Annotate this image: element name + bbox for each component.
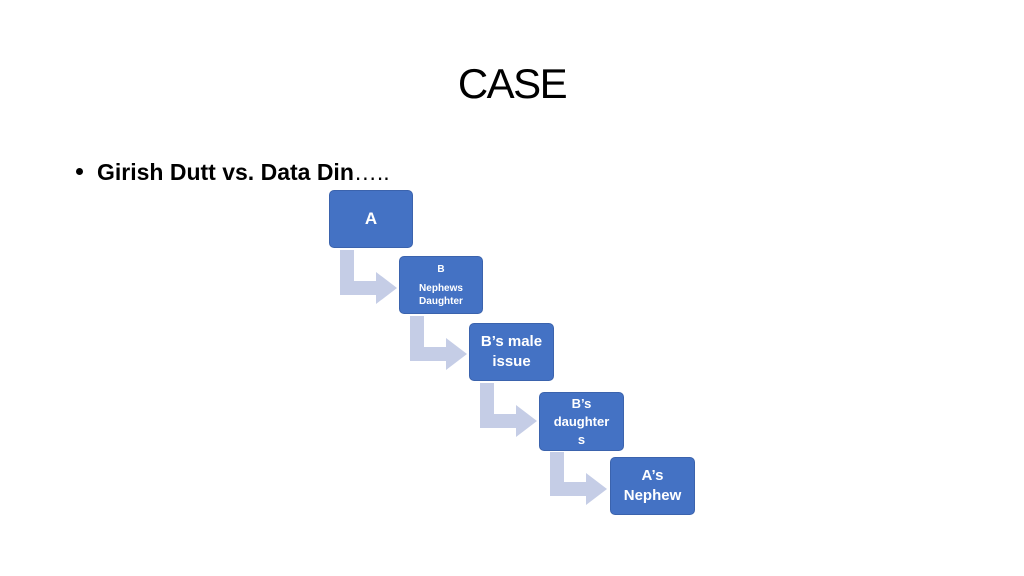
step-label-line: B’s (571, 395, 592, 411)
slide-title: CASE (457, 60, 568, 107)
step-label-line: B’s male (480, 333, 543, 350)
step-label-line: s (577, 431, 586, 447)
step-box-b-male-issue: B’s male issue (469, 323, 554, 381)
bullet-case-name: Girish Dutt vs. Data Din (97, 159, 354, 185)
bullet-item: Girish Dutt vs. Data Din….. (76, 156, 390, 188)
step-label-line: issue (492, 353, 531, 370)
bent-arrow-icon (550, 452, 607, 505)
bent-arrow-icon (410, 316, 467, 370)
step-label-line: B (437, 263, 445, 275)
bent-arrow-icon (480, 383, 537, 437)
step-label-line: Daughter (419, 295, 463, 307)
bent-arrow-icon (340, 250, 397, 304)
bullet-ellipsis: ….. (353, 159, 390, 185)
step-box-b-daughters: B’s daughter s (539, 392, 624, 451)
step-label-line: Nephews (419, 282, 463, 294)
step-box-a: A (329, 190, 413, 248)
step-label-line: A’s (641, 467, 664, 484)
bullet-dot-icon (76, 168, 83, 176)
step-label-line: Nephew (623, 487, 682, 504)
step-label-line: A (364, 209, 378, 228)
step-label-line: daughter (553, 413, 610, 429)
